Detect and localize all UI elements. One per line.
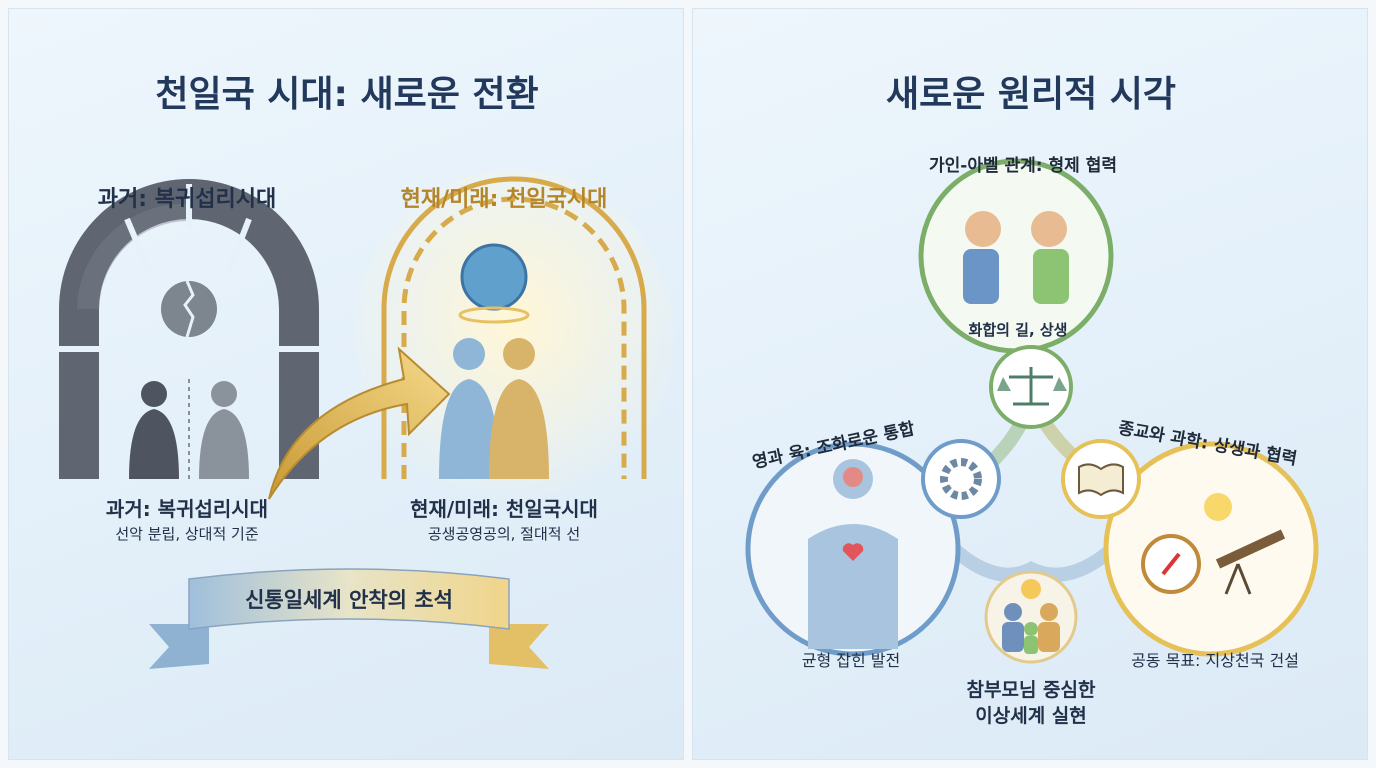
past-header: 과거: 복귀섭리시대 <box>97 187 277 212</box>
gear-icon <box>921 439 1001 519</box>
scales-icon <box>989 345 1073 429</box>
transition-illustration <box>59 169 674 669</box>
left-panel-transition: 천일국 시대: 새로운 전환 과거: 복귀섭리시대 현재/미래: 천일국시대 과… <box>8 8 684 760</box>
transition-arrow-icon <box>268 346 451 500</box>
book-icon <box>1061 439 1141 519</box>
past-caption: 과거: 복귀섭리시대 <box>105 497 269 521</box>
ribbon-banner <box>149 568 549 669</box>
ideal-world-caption-line1: 참부모님 중심한 <box>966 679 1096 701</box>
right-panel-principles: 새로운 원리적 시각 가인-아벨 관계: 형제 협력 화합의 길, 상생 영과 … <box>692 8 1368 760</box>
page-title: 새로운 원리적 시각 <box>885 74 1177 115</box>
family-icon <box>984 570 1078 664</box>
future-description: 공생공영공의, 절대적 선 <box>427 525 581 543</box>
science-religion-circle <box>1103 441 1319 657</box>
ideal-world-caption-line2: 이상세계 실현 <box>975 705 1087 727</box>
brotherhood-caption: 화합의 길, 상생 <box>968 321 1068 339</box>
brotherhood-circle <box>918 158 1114 354</box>
brotherhood-label: 가인-아벨 관계: 형제 협력 <box>928 156 1118 176</box>
page-title: 천일국 시대: 새로운 전환 <box>155 74 539 115</box>
embracing-people-icon <box>439 338 549 479</box>
body-mind-caption: 균형 잡힌 발전 <box>801 651 901 670</box>
body-mind-circle <box>745 441 961 657</box>
science-religion-caption: 공동 목표: 지상천국 건설 <box>1131 651 1299 670</box>
past-description: 선악 분립, 상대적 기준 <box>115 525 259 543</box>
golden-arch-icon <box>381 176 647 479</box>
future-caption: 현재/미래: 천일국시대 <box>410 497 598 521</box>
principles-diagram <box>745 158 1319 664</box>
banner-text: 신통일세계 안착의 초석 <box>245 588 453 612</box>
broken-arch-icon <box>59 179 319 479</box>
future-header: 현재/미래: 천일국시대 <box>400 187 608 212</box>
